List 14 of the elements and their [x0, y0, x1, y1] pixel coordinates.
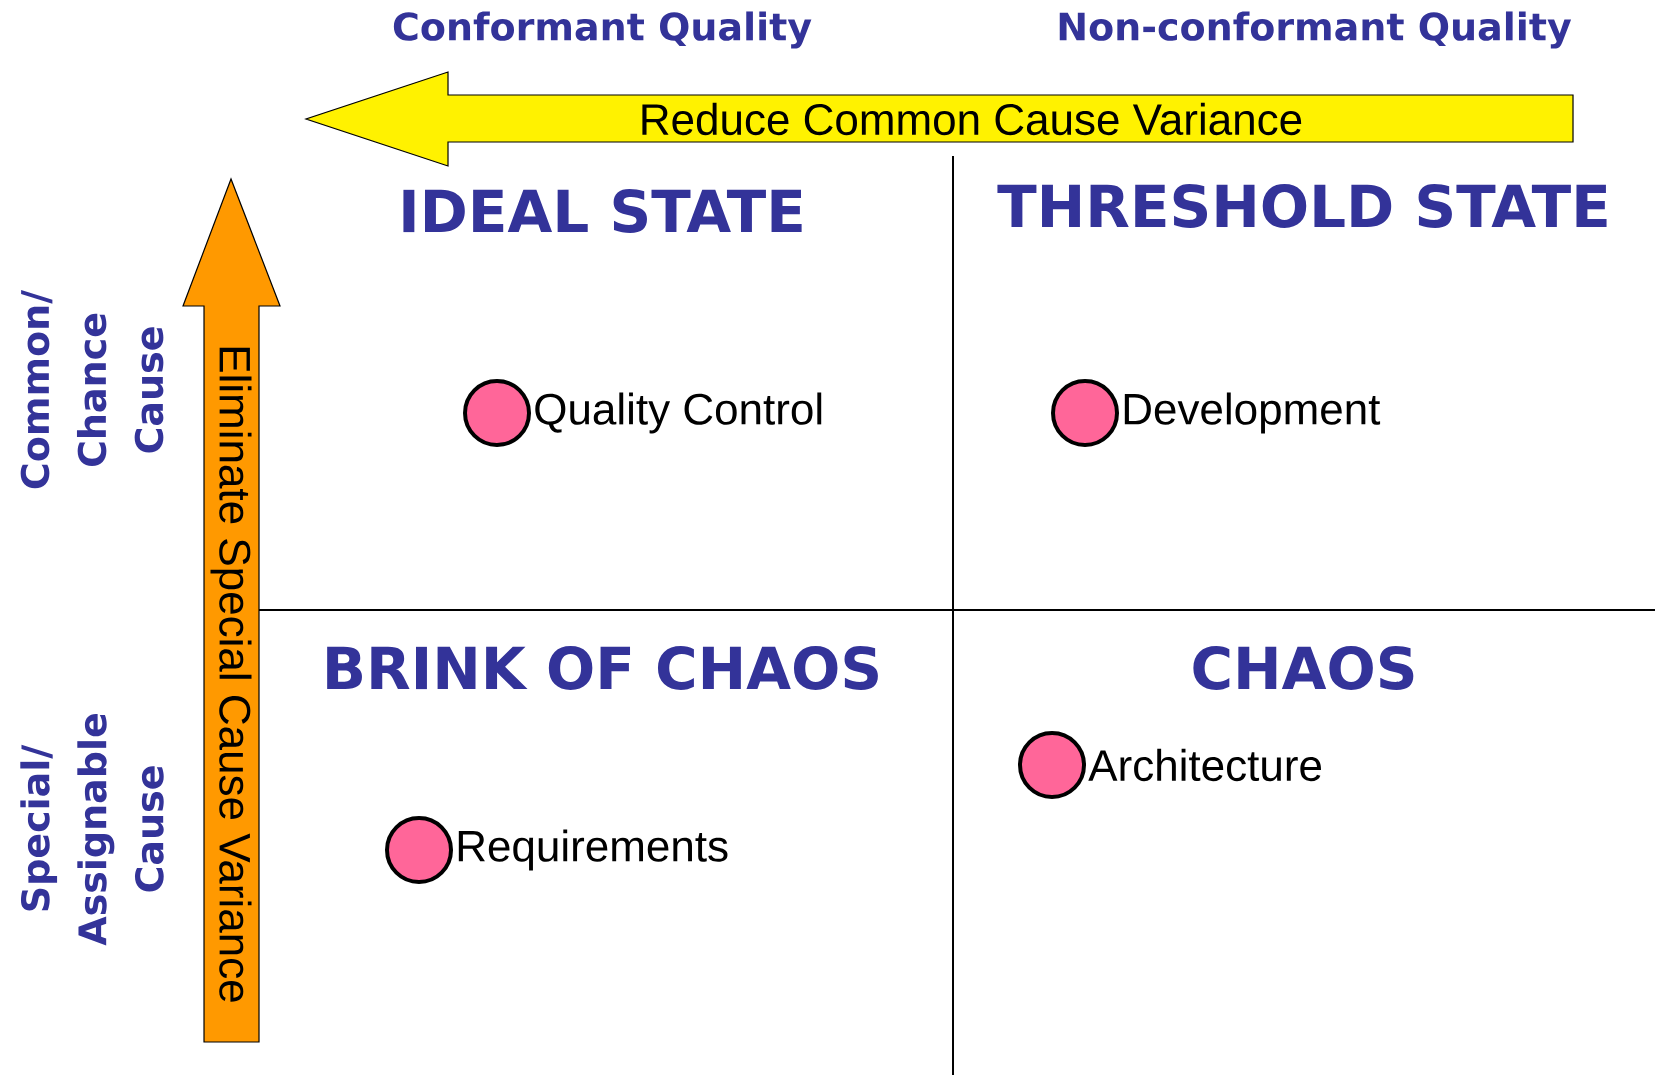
- point-label: Requirements: [458, 829, 728, 871]
- dot-marker: [463, 379, 531, 447]
- quadrant-title: THRESHOLD STATE: [997, 184, 1607, 228]
- dot-marker: [1051, 379, 1119, 447]
- dot-marker: [1018, 731, 1086, 799]
- quadrant-title: IDEAL STATE: [403, 189, 802, 233]
- quadrant-title: CHAOS: [1193, 646, 1414, 690]
- point-label: Development: [1124, 392, 1381, 434]
- arrow-banner: Reduce Common Cause Variance: [304, 71, 1574, 167]
- arrow-banner: Eliminate Special Cause Variance: [182, 177, 281, 1043]
- point-label: Architecture: [1088, 748, 1321, 782]
- dot-marker: [385, 816, 453, 884]
- quadrant-title: BRINK OF CHAOS: [327, 646, 878, 690]
- point-label: Quality Control: [535, 392, 822, 434]
